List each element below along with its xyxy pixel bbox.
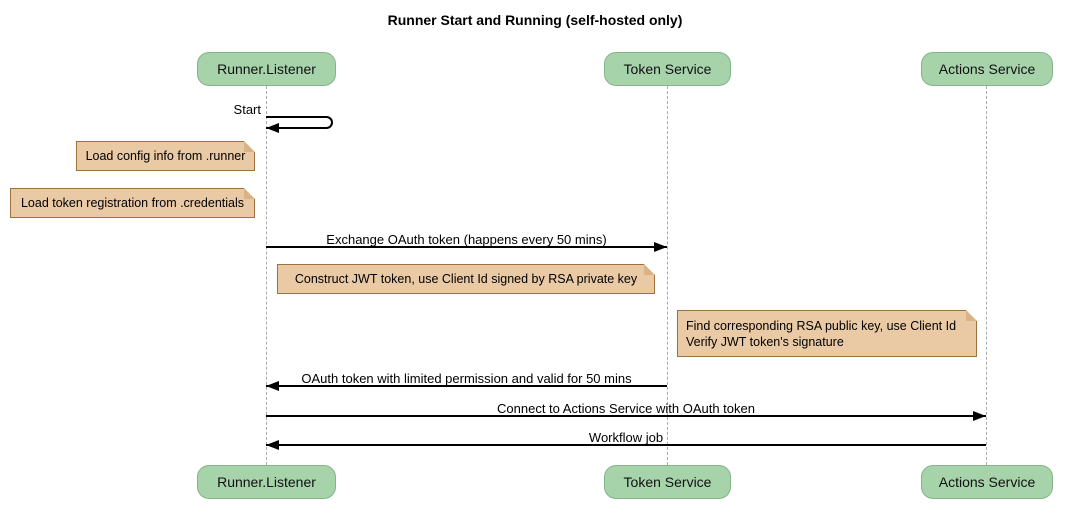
lifeline-actions-service bbox=[986, 86, 987, 465]
note-text: Load token registration from .credential… bbox=[20, 196, 245, 210]
message-line bbox=[266, 444, 986, 446]
note-text-line-1: Find corresponding RSA public key, use C… bbox=[686, 318, 957, 333]
note-text-line-2: Verify JWT token's signature bbox=[686, 334, 844, 349]
message-line bbox=[266, 415, 986, 417]
message-label-connect-actions: Connect to Actions Service with OAuth to… bbox=[497, 401, 755, 416]
note-load-config: Load config info from .runner bbox=[76, 141, 255, 171]
message-label-oauth-token: OAuth token with limited permission and … bbox=[301, 371, 632, 386]
participant-token-service-bottom: Token Service bbox=[604, 465, 731, 499]
message-line bbox=[266, 246, 667, 248]
participant-runner-listener-bottom: Runner.Listener bbox=[197, 465, 336, 499]
note-load-token-registration: Load token registration from .credential… bbox=[10, 188, 255, 218]
self-message-loop bbox=[266, 116, 333, 129]
arrowhead-right-icon bbox=[654, 242, 667, 252]
lifeline-token-service bbox=[667, 86, 668, 465]
arrowhead-left-icon bbox=[266, 440, 279, 450]
arrowhead-left-icon bbox=[266, 123, 279, 133]
note-text: Construct JWT token, use Client Id signe… bbox=[294, 272, 638, 286]
participant-token-service-top: Token Service bbox=[604, 52, 731, 86]
message-label-workflow-job: Workflow job bbox=[588, 430, 664, 445]
diagram-title: Runner Start and Running (self-hosted on… bbox=[387, 12, 683, 28]
participant-actions-service-bottom: Actions Service bbox=[921, 465, 1053, 499]
message-label-start: Start bbox=[233, 102, 261, 117]
arrowhead-left-icon bbox=[266, 381, 279, 391]
participant-actions-service-top: Actions Service bbox=[921, 52, 1053, 86]
participant-runner-listener-top: Runner.Listener bbox=[197, 52, 336, 86]
arrowhead-right-icon bbox=[973, 411, 986, 421]
note-text: Load config info from .runner bbox=[85, 149, 246, 163]
message-label-exchange-oauth: Exchange OAuth token (happens every 50 m… bbox=[326, 232, 607, 247]
note-construct-jwt: Construct JWT token, use Client Id signe… bbox=[277, 264, 655, 294]
lifeline-runner-listener bbox=[266, 86, 267, 465]
message-line bbox=[266, 385, 667, 387]
note-verify-jwt: Find corresponding RSA public key, use C… bbox=[677, 310, 977, 357]
